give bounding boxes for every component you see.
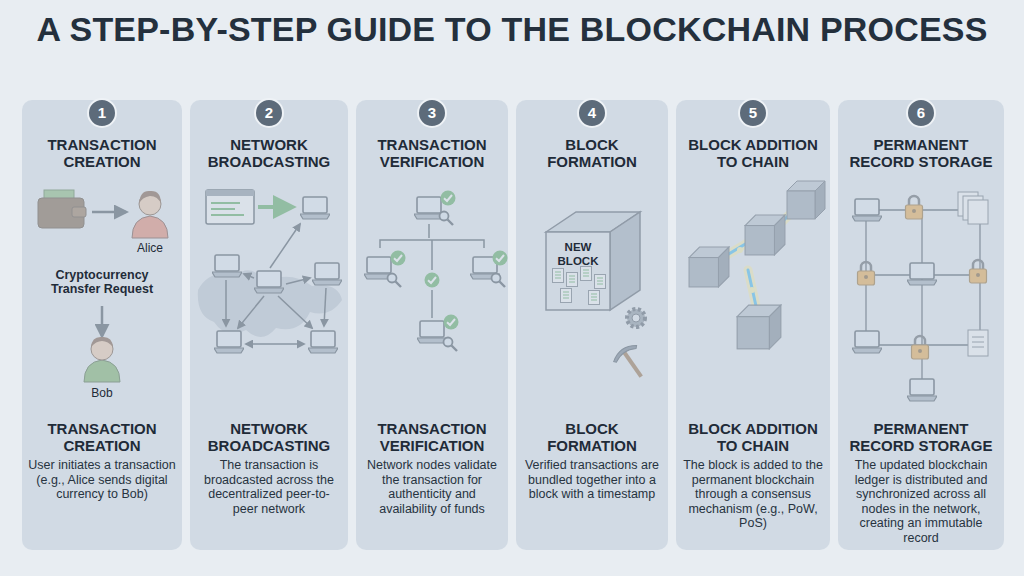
step-heading: BLOCK ADDITION TO CHAIN [680, 418, 826, 456]
callout-number: 4 [579, 104, 605, 122]
step-heading: TRANSACTION CREATION [26, 134, 178, 172]
step-heading: BLOCK FORMATION [520, 418, 664, 456]
illustration-label: Alice [120, 241, 180, 255]
callout-number: 1 [89, 104, 115, 122]
step-panel: PERMANENT RECORD STORAGE PERMANENT RECORD… [838, 100, 1004, 550]
step-panel: BLOCK ADDITION TO CHAIN BLOCK ADDITION TO… [676, 100, 830, 550]
step-heading: NETWORK BROADCASTING [194, 134, 344, 172]
callout-number: 2 [256, 104, 282, 122]
step-description: The transaction is broadcasted across th… [196, 458, 342, 516]
step-number-circle: 2 [254, 98, 284, 128]
step-number-circle: 3 [417, 98, 447, 128]
step-description: The updated blockchain ledger is distrib… [844, 458, 998, 545]
step-heading: TRANSACTION VERIFICATION [360, 418, 504, 456]
step-description: Verified transactions are bundled togeth… [522, 458, 662, 502]
step-number-circle: 6 [906, 98, 936, 128]
step-heading: NETWORK BROADCASTING [194, 418, 344, 456]
step-panel: NETWORK BROADCASTING NETWORK BROADCASTING… [190, 100, 348, 550]
step-heading: TRANSACTION VERIFICATION [360, 134, 504, 172]
step-heading: PERMANENT RECORD STORAGE [842, 134, 1000, 172]
step-heading: PERMANENT RECORD STORAGE [842, 418, 1000, 456]
callout-number: 6 [908, 104, 934, 122]
step-heading: BLOCK ADDITION TO CHAIN [680, 134, 826, 172]
diagram-title: A STEP-BY-STEP GUIDE TO THE BLOCKCHAIN P… [0, 10, 1024, 49]
step-heading: TRANSACTION CREATION [26, 418, 178, 456]
step-number-circle: 5 [738, 98, 768, 128]
step-description: The block is added to the permanent bloc… [682, 458, 824, 531]
step-panel: TRANSACTION CREATION TRANSACTION CREATION… [22, 100, 182, 550]
step-panel: BLOCK FORMATIONBLOCK FORMATIONVerified t… [516, 100, 668, 550]
step-description: Network nodes validate the transaction f… [362, 458, 502, 516]
step-panel: TRANSACTION VERIFICATION TRANSACTION VERI… [356, 100, 508, 550]
callout-number: 3 [419, 104, 445, 122]
illustration-label: Bob [72, 386, 132, 400]
step-description: User initiates a transaction (e.g., Alic… [28, 458, 176, 502]
step-number-circle: 1 [87, 98, 117, 128]
block-label: NEW BLOCK [548, 240, 608, 268]
step-heading: BLOCK FORMATION [520, 134, 664, 172]
step-number-circle: 4 [577, 98, 607, 128]
callout-number: 5 [740, 104, 766, 122]
illustration-label: Cryptocurrency Transfer Request [34, 268, 170, 296]
